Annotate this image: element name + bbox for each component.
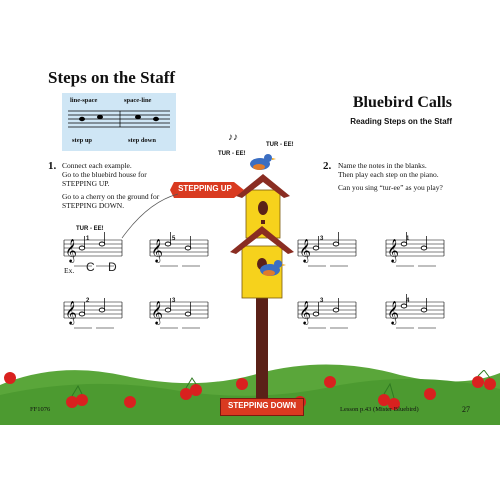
half-note (420, 245, 428, 251)
stepping-up-sign-shape (170, 182, 244, 198)
section-1-number: 1. (48, 160, 57, 172)
half-note (78, 311, 86, 317)
half-note (98, 307, 106, 313)
legend-space-line-label: space-line (124, 97, 152, 104)
grass-hills (0, 364, 500, 425)
finger-number-1: 1 (86, 236, 90, 242)
staff-exercise-6: 𝄞 (149, 298, 209, 329)
stepping-down-sign: STEPPING DOWN (227, 401, 296, 410)
example-answer-2: D (108, 260, 117, 274)
birdhouse-post (256, 292, 268, 404)
treble-clef-icon: 𝄞 (65, 300, 77, 325)
page-title: Steps on the Staff (48, 68, 176, 87)
half-note (98, 241, 106, 247)
bird-call-left: TUR - EE! (218, 151, 246, 157)
bird-call-right: TUR - EE! (266, 142, 294, 148)
footer-lesson-reference: Lesson p.43 (Mister Bluebird) (340, 406, 419, 413)
legend-line-space-label: line-space (70, 97, 98, 104)
half-note (164, 241, 172, 247)
treble-clef-icon: 𝄞 (387, 300, 399, 325)
legend-staff (68, 110, 170, 128)
half-note (332, 241, 340, 247)
half-note (312, 245, 320, 251)
half-note (164, 307, 172, 313)
half-note (420, 307, 428, 313)
step-legend-box: line-space space-line step up step down (62, 93, 176, 151)
half-note (184, 245, 192, 251)
treble-clef-icon: 𝄞 (151, 300, 163, 325)
finger-number-8: 4 (406, 298, 410, 304)
staff-exercise-2: 𝄞 (149, 232, 209, 267)
example-answer-1: C (86, 260, 95, 274)
cherries (4, 370, 496, 410)
stepping-down-sign-shape (220, 398, 304, 416)
staff-exercise-3: 𝄞 (297, 232, 357, 267)
staff-exercise-7: 𝄞 (297, 298, 357, 329)
staff-exercise-8: 𝄞 (385, 294, 445, 329)
staff-exercise-5: 𝄞 (63, 298, 123, 329)
legend-step-down-caption: step down (128, 137, 156, 144)
footer-code: FF1076 (30, 406, 51, 413)
staff-exercise-1: 𝄞 (63, 232, 123, 267)
staff-exercise-4: 𝄞 (385, 232, 445, 267)
bluebird-calls-subtitle: Reading Steps on the Staff (350, 117, 452, 126)
section-1-instructions: Connect each example. Go to the bluebird… (62, 161, 160, 210)
legend-step-up-caption: step up (72, 137, 93, 144)
stepping-up-sign: STEPPING UP (178, 184, 232, 193)
half-note (332, 307, 340, 313)
treble-clef-icon: 𝄞 (151, 238, 163, 263)
half-note (400, 241, 408, 247)
bluebird-lower-icon (260, 260, 286, 276)
section-2-instructions: Name the notes in the blanks. Then play … (338, 161, 443, 192)
treble-clef-icon: 𝄞 (299, 238, 311, 263)
example-bird-call: TUR - EE! (76, 226, 104, 232)
finger-number-7: 3 (320, 298, 324, 304)
finger-number-4: 1 (406, 236, 410, 242)
stepping-up-pointer-line (121, 193, 179, 239)
half-note (78, 245, 86, 251)
half-note (312, 311, 320, 317)
half-note (184, 311, 192, 317)
page-number: 27 (462, 405, 470, 414)
finger-number-2: 5 (172, 236, 176, 242)
finger-number-3: 3 (320, 236, 324, 242)
treble-clef-icon: 𝄞 (65, 238, 77, 263)
finger-number-6: 3 (172, 298, 176, 304)
music-note-icon: ♪♪ (228, 132, 238, 143)
example-label: Ex. (64, 266, 75, 275)
upper-birdhouse (236, 174, 290, 239)
finger-number-5: 2 (86, 298, 90, 304)
treble-clef-icon: 𝄞 (387, 238, 399, 263)
bluebird-top-icon (250, 154, 276, 170)
bluebird-calls-title: Bluebird Calls (352, 94, 452, 111)
section-2-number: 2. (323, 160, 332, 172)
treble-clef-icon: 𝄞 (299, 300, 311, 325)
half-note (400, 303, 408, 309)
